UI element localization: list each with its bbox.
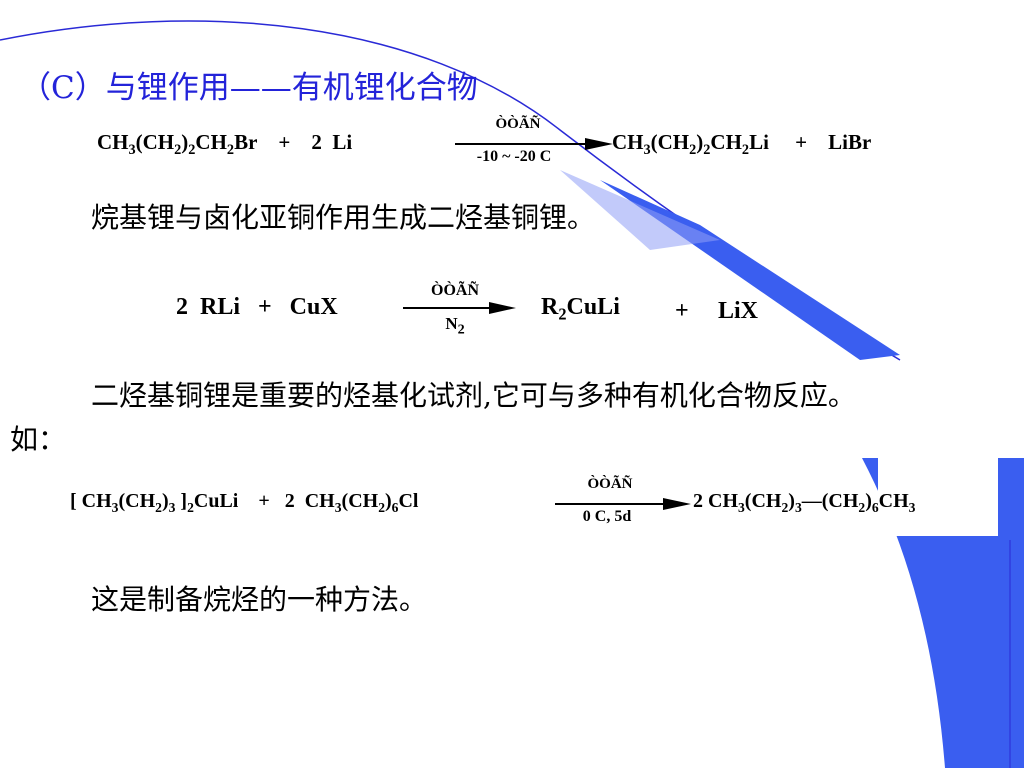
subscript: 3 bbox=[738, 499, 745, 515]
subscript: 2 bbox=[781, 499, 789, 515]
reaction-1-products: CH3(CH2)2CH2Li + LiBr bbox=[612, 130, 872, 158]
reaction-1-condition-below: -10 ~ -20 C bbox=[476, 148, 552, 165]
subscript: 2 bbox=[741, 141, 750, 158]
subscript: 3 bbox=[643, 141, 651, 158]
reaction-2-arrow bbox=[403, 302, 516, 314]
subscript: 2 bbox=[703, 141, 711, 158]
subscript: 2 bbox=[188, 141, 196, 158]
reaction-1-condition-above: ÒÒÃÑ bbox=[495, 116, 541, 132]
section-title: （C）与锂作用——有机锂化合物 bbox=[20, 70, 478, 106]
subscript: 2 bbox=[378, 499, 385, 515]
reaction-2-condition-above: ÒÒÃÑ bbox=[431, 282, 479, 299]
reaction-1-reactants: CH3(CH2)2CH2Br + 2 Li bbox=[97, 130, 353, 158]
reaction-2-condition-below: N2 bbox=[445, 314, 465, 338]
subscript: 2 bbox=[226, 141, 235, 158]
decorative-blue-wedge-upper bbox=[600, 180, 900, 360]
subscript: 2 bbox=[174, 141, 182, 158]
paragraph-2-line-1: 二烃基铜锂是重要的烃基化试剂,它可与多种有机化合物反应。 bbox=[91, 379, 856, 412]
subscript: 2 bbox=[187, 499, 194, 515]
subscript: 3 bbox=[794, 499, 802, 515]
decorative-blue-wedge-light bbox=[560, 170, 720, 250]
paragraph-3: 这是制备烷烃的一种方法。 bbox=[91, 583, 428, 616]
reaction-2-plus: + bbox=[675, 298, 689, 324]
reaction-3-condition-above: ÒÒÃÑ bbox=[587, 476, 633, 492]
subscript: 2 bbox=[558, 304, 567, 324]
subscript: 3 bbox=[111, 499, 119, 515]
subscript: 3 bbox=[128, 141, 136, 158]
reaction-3-arrow bbox=[555, 498, 691, 510]
subscript: 3 bbox=[334, 499, 342, 515]
reaction-2-product: R2CuLi bbox=[541, 294, 620, 324]
subscript: 2 bbox=[689, 141, 697, 158]
reaction-2-byproduct: LiX bbox=[718, 298, 759, 324]
paragraph-1: 烷基锂与卤化亚铜作用生成二烃基铜锂。 bbox=[91, 201, 596, 234]
paragraph-2-line-2: 如： bbox=[10, 423, 67, 456]
reaction-2-reactants: 2 RLi + CuX bbox=[176, 294, 338, 320]
reaction-1-arrow bbox=[455, 138, 613, 150]
subscript: 2 bbox=[457, 321, 465, 338]
subscript: 3 bbox=[908, 499, 916, 515]
subscript: 6 bbox=[871, 499, 879, 515]
reaction-3-product: 2 CH3(CH2)3—(CH2)6CH3 bbox=[693, 490, 916, 515]
reaction-3-condition-below: 0 C, 5d bbox=[582, 508, 632, 525]
decorative-white-box bbox=[878, 458, 998, 536]
subscript: 3 bbox=[168, 499, 176, 515]
subscript: 2 bbox=[155, 499, 162, 515]
subscript: 2 bbox=[858, 499, 866, 515]
subscript: 6 bbox=[391, 499, 399, 515]
reaction-3-reactants: [ CH3(CH2)3 ]2CuLi + 2 CH3(CH2)6Cl bbox=[70, 490, 419, 515]
